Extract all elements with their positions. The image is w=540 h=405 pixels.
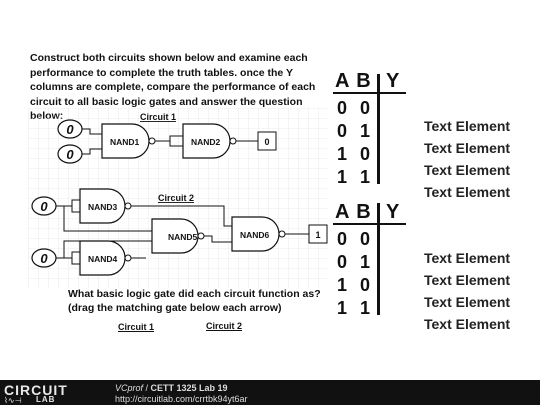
nand6-gate[interactable]: NAND6 (231, 216, 286, 252)
truth-table-2-row-4: 1 1 (337, 298, 375, 318)
footer-title-line: VCprof / CETT 1325 Lab 19 (115, 383, 228, 393)
truth-table-2-row-2: 0 1 (337, 252, 375, 272)
truth-table-1-row-3: 1 0 (337, 144, 375, 164)
circuit-2-title: Circuit 2 (158, 193, 194, 203)
truth-table-2-header-ab: A B (335, 201, 372, 223)
svg-text:0: 0 (40, 199, 48, 214)
circuit-2: Circuit 2 0 0 NAND3 NAND4 (31, 188, 328, 276)
truth-table-1-row-4: 1 1 (337, 167, 375, 187)
nand1-gate[interactable]: NAND1 (101, 123, 156, 159)
draggable-text-element-4[interactable]: Text Element (424, 184, 511, 200)
truth-table-2-header-y: Y (386, 201, 401, 223)
circuitlab-logo-bottom[interactable]: LAB (36, 395, 56, 404)
schematic-grid (28, 108, 328, 288)
waveform-icon: ⌇∿⊣ (4, 396, 22, 405)
truth-table-1-header-ab: A B (335, 70, 372, 92)
circuit-2-input-b[interactable]: 0 (31, 248, 57, 268)
svg-text:0: 0 (264, 137, 269, 147)
draggable-text-element-1[interactable]: Text Element (424, 118, 511, 134)
instructions-text: Construct both circuits shown below and … (30, 52, 316, 122)
truth-table-1-hline (333, 92, 406, 94)
circuit-1-input-a[interactable]: 0 (57, 119, 83, 139)
footer-url[interactable]: http://circuitlab.com/crrtbk94yt6ar (115, 394, 248, 404)
truth-table-1-row-1: 0 0 (337, 98, 375, 118)
nand6-label: NAND6 (240, 230, 270, 240)
draggable-text-element-6[interactable]: Text Element (424, 272, 511, 288)
drop-label-circuit-2: Circuit 2 (206, 321, 243, 331)
circuit-1-input-b[interactable]: 0 (57, 144, 83, 164)
svg-text:0: 0 (66, 122, 74, 137)
truth-table-1-row-2: 0 1 (337, 121, 375, 141)
nand1-label: NAND1 (110, 137, 140, 147)
footer-bar: CIRCUIT ⌇∿⊣ LAB (0, 380, 540, 405)
circuitlab-logo-top[interactable]: CIRCUIT (4, 382, 68, 398)
truth-table-1-header-y: Y (386, 70, 401, 92)
truth-table-1-vline (377, 74, 380, 184)
circuit-2-input-a[interactable]: 0 (31, 196, 57, 216)
nand5-gate[interactable]: NAND5 (151, 218, 205, 254)
footer-separator: / (143, 383, 151, 393)
draggable-text-element-7[interactable]: Text Element (424, 294, 511, 310)
svg-text:0: 0 (66, 147, 74, 162)
circuit-2-output: 1 (308, 224, 328, 244)
truth-table-2-hline (333, 223, 406, 225)
draggable-text-element-2[interactable]: Text Element (424, 140, 511, 156)
nand5-label: NAND5 (168, 232, 198, 242)
circuit-1: Circuit 1 0 0 NAND1 NAND2 0 (57, 112, 277, 164)
nand2-label: NAND2 (191, 137, 221, 147)
truth-table-2-row-3: 1 0 (337, 275, 375, 295)
draggable-text-element-5[interactable]: Text Element (424, 250, 511, 266)
nand4-label: NAND4 (88, 254, 118, 264)
draggable-text-element-8[interactable]: Text Element (424, 316, 511, 332)
nand2-gate[interactable]: NAND2 (182, 123, 237, 159)
truth-table-2-row-1: 0 0 (337, 229, 375, 249)
nand3-label: NAND3 (88, 202, 118, 212)
svg-text:0: 0 (40, 251, 48, 266)
truth-table-2-vline (377, 203, 380, 315)
drop-label-circuit-1: Circuit 1 (118, 322, 155, 332)
footer-circuit-title: CETT 1325 Lab 19 (150, 383, 228, 393)
circuit-1-output: 0 (257, 131, 277, 151)
svg-text:1: 1 (315, 230, 320, 240)
nand3-gate[interactable]: NAND3 (79, 188, 132, 224)
footer-author[interactable]: VCprof (115, 383, 144, 393)
draggable-text-element-3[interactable]: Text Element (424, 162, 511, 178)
circuit-1-title: Circuit 1 (140, 112, 176, 122)
schematic-canvas[interactable]: Circuit 1 0 0 NAND1 NAND2 0 (28, 108, 328, 288)
nand4-gate[interactable]: NAND4 (79, 240, 132, 276)
question-text: What basic logic gate did each circuit f… (68, 288, 321, 314)
